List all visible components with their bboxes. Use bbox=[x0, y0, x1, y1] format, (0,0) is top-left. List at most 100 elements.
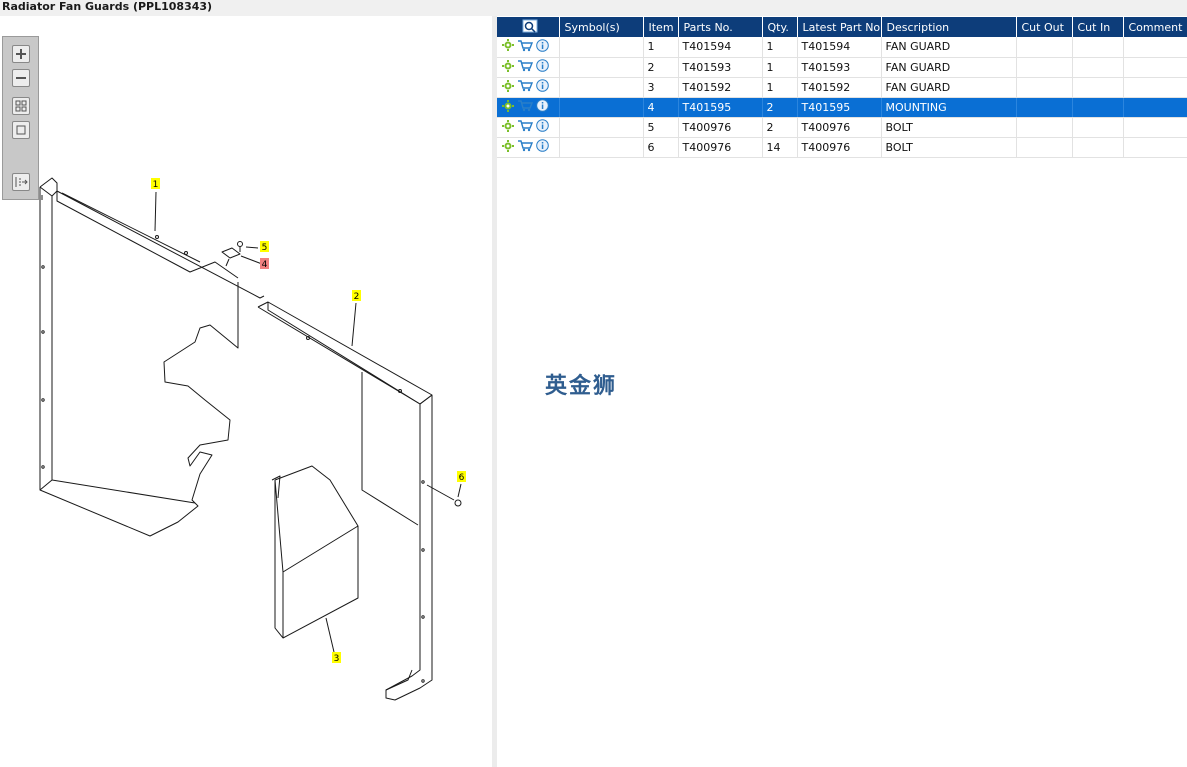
exploded-view-drawing[interactable]: 1 5 4 2 6 3 bbox=[0, 16, 492, 767]
cart-icon[interactable] bbox=[517, 139, 534, 155]
cell-cut-out[interactable] bbox=[1016, 137, 1073, 158]
cell-comment[interactable] bbox=[1123, 37, 1187, 58]
cell-item[interactable]: 6 bbox=[643, 137, 679, 158]
cell-item[interactable]: 2 bbox=[643, 57, 679, 78]
cell-latest-part-no[interactable]: T400976 bbox=[797, 137, 882, 158]
cell-parts-no[interactable]: T400976 bbox=[678, 117, 763, 138]
cell-qty[interactable]: 14 bbox=[762, 137, 798, 158]
actual-size-icon[interactable] bbox=[12, 121, 30, 139]
illustration-pane[interactable]: 1 5 4 2 6 3 bbox=[0, 16, 492, 767]
cell-item[interactable]: 5 bbox=[643, 117, 679, 138]
column-header-description[interactable]: Description bbox=[881, 17, 1017, 37]
zoom-in-icon[interactable] bbox=[12, 45, 30, 63]
cell-cut-out[interactable] bbox=[1016, 37, 1073, 58]
cell-comment[interactable] bbox=[1123, 97, 1187, 118]
cell-comment[interactable] bbox=[1123, 137, 1187, 158]
info-icon[interactable] bbox=[536, 59, 549, 75]
cart-icon[interactable] bbox=[517, 99, 534, 115]
cell-cut-out[interactable] bbox=[1016, 97, 1073, 118]
cell-latest-part-no[interactable]: T401592 bbox=[797, 77, 882, 98]
column-header-item[interactable]: Item bbox=[643, 17, 679, 37]
info-icon[interactable] bbox=[536, 79, 549, 95]
callout-3[interactable]: 3 bbox=[332, 652, 341, 664]
cell-cut-out[interactable] bbox=[1016, 117, 1073, 138]
column-header-latest-part-no[interactable]: Latest Part No. bbox=[797, 17, 882, 37]
cell-symbols[interactable] bbox=[559, 37, 644, 58]
cell-symbols[interactable] bbox=[559, 57, 644, 78]
callout-5[interactable]: 5 bbox=[260, 241, 269, 253]
cell-latest-part-no[interactable]: T401595 bbox=[797, 97, 882, 118]
cart-icon[interactable] bbox=[517, 79, 534, 95]
gear-icon[interactable] bbox=[502, 59, 514, 75]
cell-latest-part-no[interactable]: T400976 bbox=[797, 117, 882, 138]
cell-description[interactable]: FAN GUARD bbox=[881, 37, 1017, 58]
column-header-actions[interactable] bbox=[497, 17, 560, 37]
info-icon[interactable] bbox=[536, 99, 549, 115]
cell-description[interactable]: BOLT bbox=[881, 117, 1017, 138]
cell-comment[interactable] bbox=[1123, 117, 1187, 138]
cell-qty[interactable]: 2 bbox=[762, 97, 798, 118]
column-header-symbols[interactable]: Symbol(s) bbox=[559, 17, 644, 37]
callout-4[interactable]: 4 bbox=[260, 258, 269, 270]
column-header-parts-no[interactable]: Parts No. bbox=[678, 17, 763, 37]
cell-item[interactable]: 3 bbox=[643, 77, 679, 98]
cell-cut-out[interactable] bbox=[1016, 57, 1073, 78]
cell-parts-no[interactable]: T401593 bbox=[678, 57, 763, 78]
cell-description[interactable]: MOUNTING bbox=[881, 97, 1017, 118]
cell-qty[interactable]: 1 bbox=[762, 57, 798, 78]
cell-parts-no[interactable]: T401595 bbox=[678, 97, 763, 118]
cell-latest-part-no[interactable]: T401593 bbox=[797, 57, 882, 78]
cell-qty[interactable]: 2 bbox=[762, 117, 798, 138]
cell-qty[interactable]: 1 bbox=[762, 77, 798, 98]
collapse-panel-icon[interactable] bbox=[12, 173, 30, 191]
cart-icon[interactable] bbox=[517, 59, 534, 75]
pane-splitter[interactable] bbox=[492, 16, 497, 767]
cell-parts-no[interactable]: T401594 bbox=[678, 37, 763, 58]
cell-cut-in[interactable] bbox=[1072, 37, 1124, 58]
callout-2[interactable]: 2 bbox=[352, 290, 361, 302]
zoom-out-icon[interactable] bbox=[12, 69, 30, 87]
cell-item[interactable]: 4 bbox=[643, 97, 679, 118]
callout-6[interactable]: 6 bbox=[457, 471, 466, 483]
gear-icon[interactable] bbox=[502, 119, 514, 135]
cell-cut-in[interactable] bbox=[1072, 77, 1124, 98]
gear-icon[interactable] bbox=[502, 139, 514, 155]
column-header-cut-in[interactable]: Cut In bbox=[1072, 17, 1124, 37]
gear-icon[interactable] bbox=[502, 39, 514, 54]
cell-cut-in[interactable] bbox=[1072, 97, 1124, 118]
cell-symbols[interactable] bbox=[559, 97, 644, 118]
cell-comment[interactable] bbox=[1123, 77, 1187, 98]
cell-cut-in[interactable] bbox=[1072, 117, 1124, 138]
cell-comment[interactable] bbox=[1123, 57, 1187, 78]
cell-description[interactable]: FAN GUARD bbox=[881, 57, 1017, 78]
callout-1[interactable]: 1 bbox=[151, 178, 160, 190]
cell-cut-in[interactable] bbox=[1072, 137, 1124, 158]
cell-qty[interactable]: 1 bbox=[762, 37, 798, 58]
search-parts-icon[interactable] bbox=[522, 19, 538, 33]
cell-symbols[interactable] bbox=[559, 77, 644, 98]
cell-symbols[interactable] bbox=[559, 117, 644, 138]
column-header-cut-out[interactable]: Cut Out bbox=[1016, 17, 1073, 37]
cart-icon[interactable] bbox=[517, 39, 534, 55]
cell-symbols[interactable] bbox=[559, 137, 644, 158]
cell-description[interactable]: FAN GUARD bbox=[881, 77, 1017, 98]
column-header-comment[interactable]: Comment bbox=[1123, 17, 1187, 37]
cell-description[interactable]: BOLT bbox=[881, 137, 1017, 158]
fit-all-icon[interactable] bbox=[12, 97, 30, 115]
cell-latest-part-no[interactable]: T401594 bbox=[797, 37, 882, 58]
info-icon[interactable] bbox=[536, 139, 549, 155]
cell-parts-no[interactable]: T400976 bbox=[678, 137, 763, 158]
cart-icon[interactable] bbox=[517, 119, 534, 135]
gear-icon[interactable] bbox=[502, 79, 514, 95]
cell-parts-no[interactable]: T401592 bbox=[678, 77, 763, 98]
cell-item[interactable]: 1 bbox=[643, 37, 679, 58]
info-icon[interactable] bbox=[536, 119, 549, 135]
cell-cut-out[interactable] bbox=[1016, 77, 1073, 98]
column-header-qty[interactable]: Qty. bbox=[762, 17, 798, 37]
